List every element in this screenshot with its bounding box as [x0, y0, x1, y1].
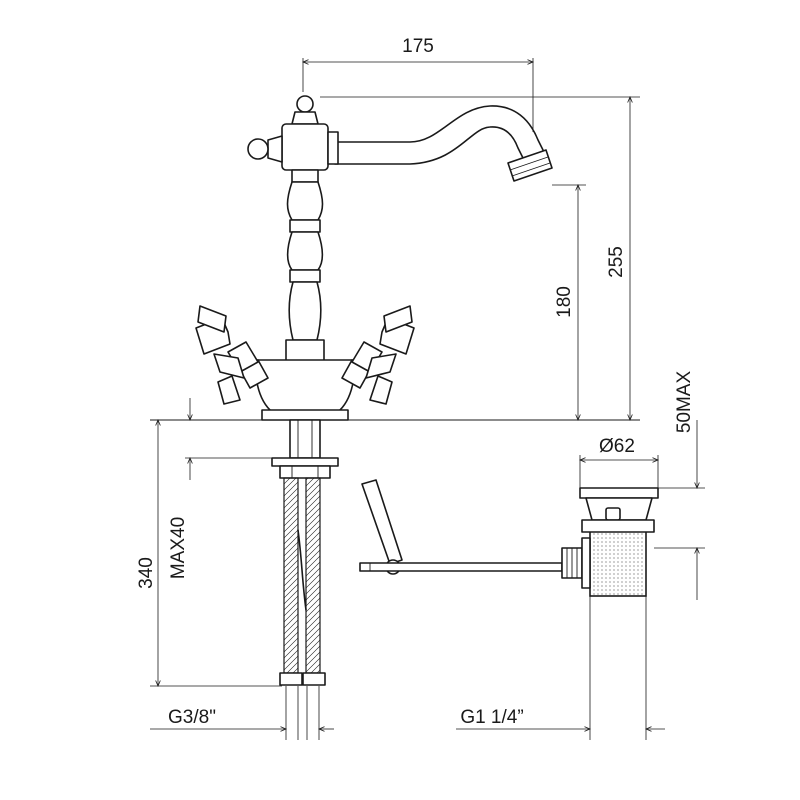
label-total-height: 255 [606, 246, 627, 278]
dim-waste-diameter: Ø62 [580, 436, 658, 488]
faucet-spout [334, 105, 553, 182]
flexible-hoses [279, 477, 326, 686]
label-spout-reach: 175 [402, 36, 434, 57]
right-cross-handle [341, 305, 415, 405]
pop-up-rod [359, 479, 563, 575]
dim-deck-thickness: MAX40 [168, 398, 282, 579]
label-waste-thread: G1 1/4” [460, 707, 523, 728]
dim-waste-clearance: 50MAX [654, 371, 705, 600]
faucet-base-body [254, 359, 356, 421]
faucet-top-knob [247, 95, 339, 171]
label-hose-thread: G3/8" [168, 707, 216, 728]
dim-spout-reach: 175 [303, 36, 533, 132]
label-spout-height: 180 [554, 286, 575, 318]
label-hose-length: 340 [136, 557, 157, 589]
label-waste-diameter: Ø62 [599, 436, 635, 457]
mounting-shank [271, 419, 339, 479]
dim-total-height: 255 [320, 97, 640, 420]
faucet-column [285, 169, 325, 363]
dim-waste-thread: G1 1/4” [456, 596, 665, 740]
label-deck-thickness: MAX40 [168, 517, 189, 579]
dim-spout-height: 180 [552, 185, 586, 420]
left-cross-handle [195, 305, 269, 405]
dim-hose-thread: G3/8" [150, 686, 334, 740]
dim-hose-length: 340 [136, 420, 282, 686]
waste-valve [561, 487, 659, 597]
label-waste-clearance: 50MAX [674, 371, 695, 434]
